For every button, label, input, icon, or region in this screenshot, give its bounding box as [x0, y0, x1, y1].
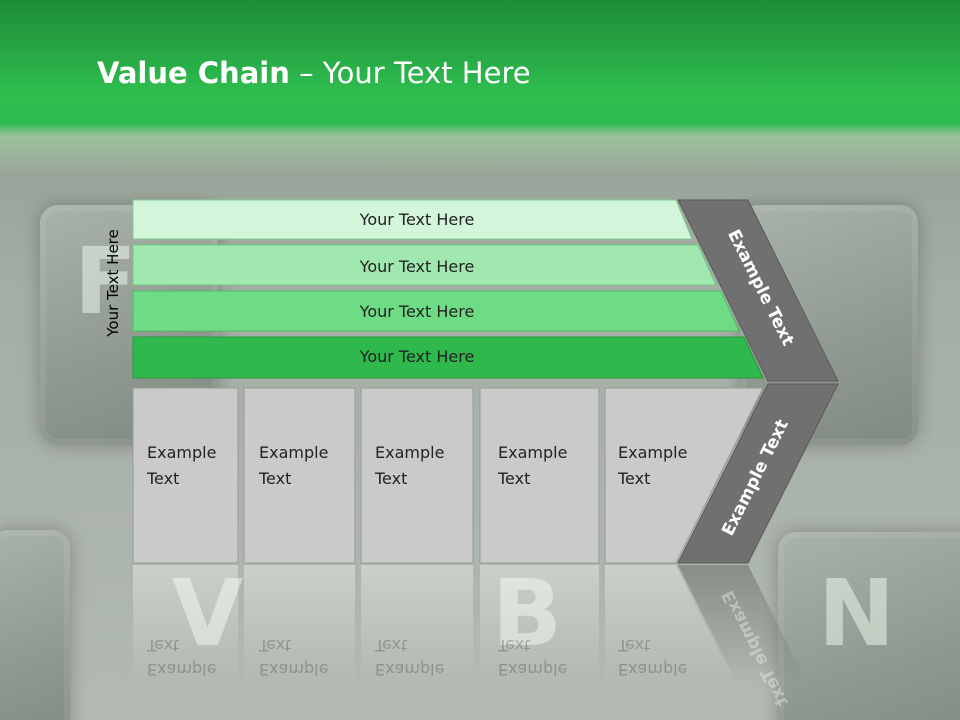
primary-box-3-line2: Text: [374, 469, 407, 488]
primary-box-2-line2: Text: [258, 469, 291, 488]
support-bar-2: [132, 244, 717, 286]
reflection-text-4a: Example: [498, 660, 567, 679]
background-key-n: [778, 532, 960, 720]
support-bar-1: [132, 199, 693, 240]
support-activities: Your Text Here Your Text Here Your Text …: [132, 199, 764, 379]
support-bar-3-label: Your Text Here: [359, 302, 475, 321]
support-bar-1-label: Your Text Here: [359, 210, 475, 229]
reflection-chevron: [678, 565, 808, 685]
background-key-v: [0, 530, 70, 720]
reflection-box-5: [605, 565, 736, 685]
slide-title: Value Chain – Your Text Here: [97, 56, 531, 90]
primary-box-4-line1: Example: [498, 443, 567, 462]
diagram-reflection: Example Text Example Text Example Text E…: [133, 565, 808, 710]
primary-box-4-line2: Text: [497, 469, 530, 488]
primary-box-1-line1: Example: [147, 443, 216, 462]
primary-box-1-line2: Text: [146, 469, 179, 488]
reflection-box-2: [244, 565, 355, 685]
primary-box-5-line1: Example: [618, 443, 687, 462]
reflection-text-1a: Example: [147, 660, 216, 679]
primary-box-5: [604, 387, 764, 564]
margin-chevron-lower: [677, 383, 839, 564]
support-bar-4: [132, 336, 764, 379]
reflection-text-2b: Text: [258, 636, 291, 655]
reflection-text-3b: Text: [374, 636, 407, 655]
primary-activities: Example Text Example Text Example Text E…: [132, 387, 764, 564]
reflection-text-4b: Text: [497, 636, 530, 655]
slide-title-rest: – Your Text Here: [289, 56, 531, 90]
reflection-text-5b: Text: [617, 636, 650, 655]
header-band: [0, 0, 960, 175]
primary-box-2: [243, 387, 356, 564]
support-bar-4-label: Your Text Here: [359, 347, 475, 366]
support-bar-2-label: Your Text Here: [359, 257, 475, 276]
reflection-box-3: [361, 565, 473, 685]
primary-box-3-line1: Example: [375, 443, 444, 462]
primary-box-4: [479, 387, 600, 564]
slide-title-bold: Value Chain: [97, 56, 290, 90]
background-key-letter-n: N: [818, 560, 895, 667]
primary-box-2-line1: Example: [259, 443, 328, 462]
primary-box-5-line2: Text: [617, 469, 650, 488]
reflection-text-2a: Example: [259, 660, 328, 679]
reflection-text-1b: Text: [146, 636, 179, 655]
primary-box-3: [360, 387, 474, 564]
reflection-box-1: [133, 565, 238, 685]
background-key-letter-f: F: [74, 228, 137, 335]
margin-chevron-upper: [677, 199, 839, 382]
support-bar-3: [132, 290, 740, 332]
reflection-box-4: [480, 565, 599, 685]
reflection-text-5a: Example: [618, 660, 687, 679]
reflection-text-3a: Example: [375, 660, 444, 679]
primary-box-1: [132, 387, 239, 564]
